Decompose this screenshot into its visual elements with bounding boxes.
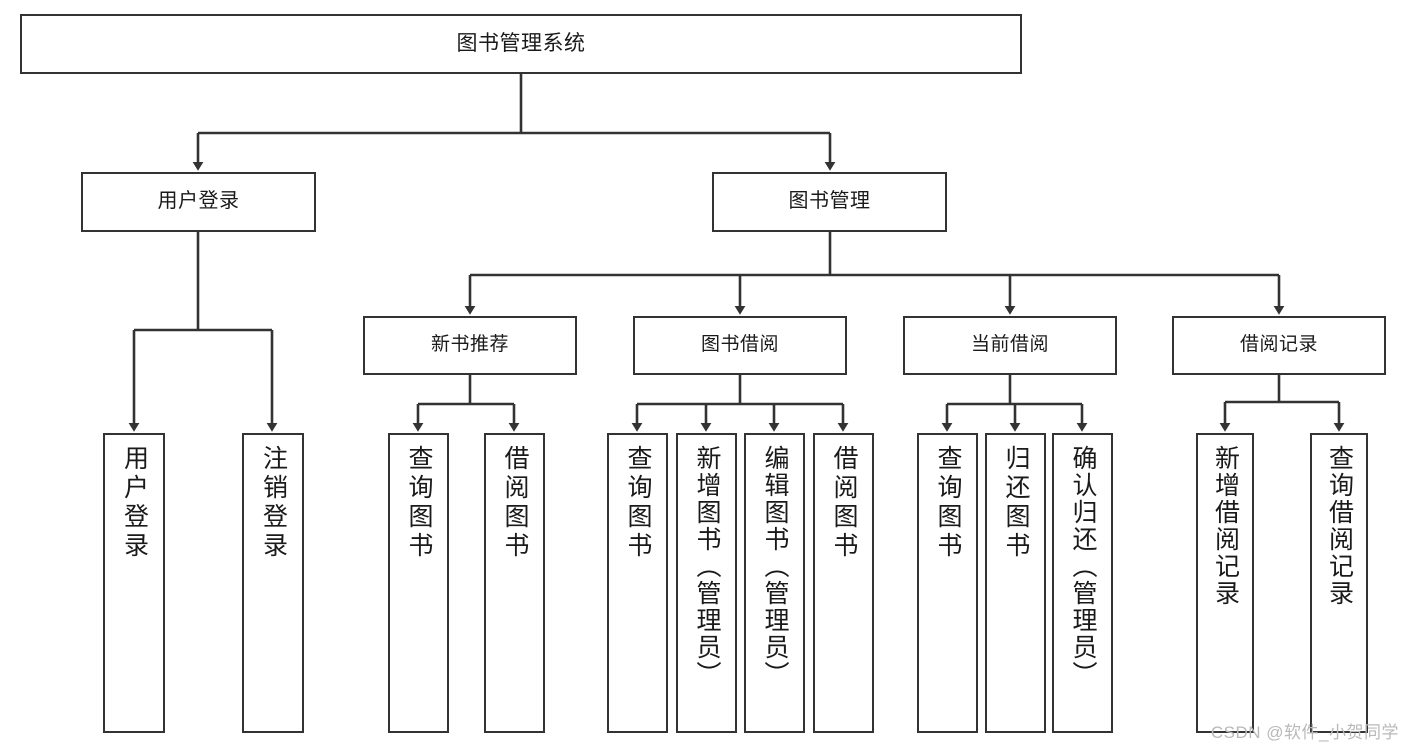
node-book-borrow[interactable]: 图书借阅 xyxy=(633,316,847,375)
node-borrow-record-label: 借阅记录 xyxy=(1239,334,1318,356)
leaf-borrow-book-1[interactable]: 借阅图书 xyxy=(484,433,545,733)
leaf-user-login-label: 用户登录 xyxy=(120,445,149,561)
leaf-user-login[interactable]: 用户登录 xyxy=(103,433,165,733)
watermark-text: CSDN @软件_小贺同学 xyxy=(1210,723,1399,742)
leaf-borrow-book-1-label: 借阅图书 xyxy=(501,445,529,561)
node-root-label: 图书管理系统 xyxy=(456,31,586,55)
leaf-add-book[interactable]: 新增图书（管理员） xyxy=(676,433,737,733)
node-user-login[interactable]: 用户登录 xyxy=(81,172,316,232)
leaf-return-book[interactable]: 归还图书 xyxy=(985,433,1046,733)
leaf-add-book-label: 新增图书（管理员） xyxy=(693,445,721,688)
leaf-query-book-2-label: 查询图书 xyxy=(624,445,652,561)
leaf-query-record[interactable]: 查询借阅记录 xyxy=(1310,433,1368,733)
node-current-borrow-label: 当前借阅 xyxy=(970,334,1049,356)
leaf-user-logout-label: 注销登录 xyxy=(259,445,288,561)
leaf-query-book-3-label: 查询图书 xyxy=(934,445,962,561)
leaf-query-book-3[interactable]: 查询图书 xyxy=(917,433,978,733)
leaf-edit-book-label: 编辑图书（管理员） xyxy=(761,445,789,688)
leaf-query-record-label: 查询借阅记录 xyxy=(1325,445,1354,607)
leaf-borrow-book-2[interactable]: 借阅图书 xyxy=(813,433,874,733)
node-root[interactable]: 图书管理系统 xyxy=(20,14,1022,74)
leaf-edit-book[interactable]: 编辑图书（管理员） xyxy=(744,433,805,733)
leaf-query-book-1-label: 查询图书 xyxy=(405,445,433,561)
node-borrow-record[interactable]: 借阅记录 xyxy=(1172,316,1386,375)
leaf-borrow-book-2-label: 借阅图书 xyxy=(830,445,858,561)
node-new-book-recommend[interactable]: 新书推荐 xyxy=(363,316,577,375)
leaf-add-record[interactable]: 新增借阅记录 xyxy=(1196,433,1254,733)
node-book-manage-label: 图书管理 xyxy=(788,190,871,213)
leaf-confirm-return[interactable]: 确认归还（管理员） xyxy=(1052,433,1113,733)
node-current-borrow[interactable]: 当前借阅 xyxy=(903,316,1117,375)
leaf-query-book-2[interactable]: 查询图书 xyxy=(607,433,668,733)
leaf-confirm-return-label: 确认归还（管理员） xyxy=(1069,445,1097,688)
node-book-borrow-label: 图书借阅 xyxy=(700,334,779,356)
leaf-return-book-label: 归还图书 xyxy=(1002,445,1030,561)
leaf-query-book-1[interactable]: 查询图书 xyxy=(388,433,449,733)
leaf-add-record-label: 新增借阅记录 xyxy=(1211,445,1240,607)
node-book-manage[interactable]: 图书管理 xyxy=(712,172,947,232)
leaf-user-logout[interactable]: 注销登录 xyxy=(242,433,304,733)
node-user-login-label: 用户登录 xyxy=(157,190,240,213)
node-new-book-recommend-label: 新书推荐 xyxy=(430,334,509,356)
